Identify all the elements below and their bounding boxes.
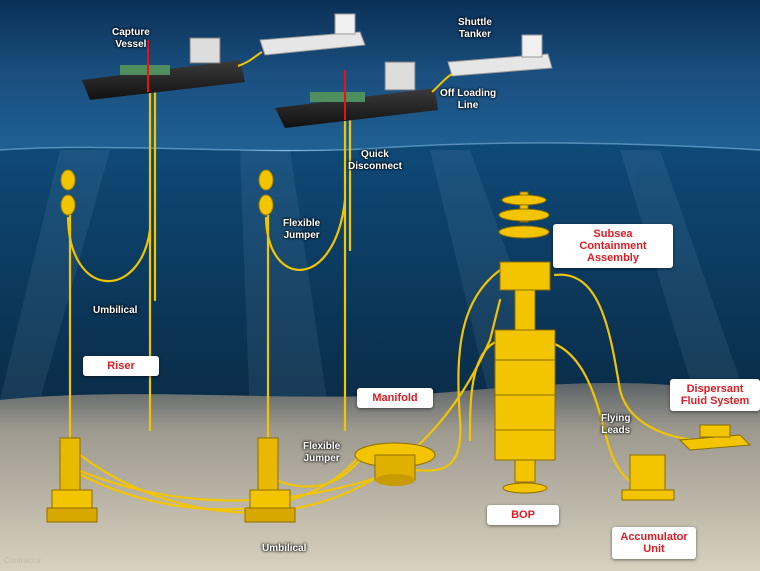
riser-buoys	[60, 169, 274, 216]
capture-vessel-lower	[275, 61, 438, 128]
bop-stack	[494, 191, 556, 494]
manifold-structure	[354, 442, 436, 486]
offloading-hoses	[237, 51, 453, 93]
callout-bop: BOP	[487, 505, 559, 525]
image-credit: Contractor	[4, 556, 42, 565]
dispersant-structure	[678, 424, 752, 451]
label-umbilical-lower: Umbilical	[262, 543, 307, 554]
accumulator-structure	[621, 454, 675, 501]
sea-surface	[0, 0, 760, 150]
riser-base-left	[46, 437, 98, 523]
flowlines	[66, 88, 702, 514]
shuttle-tanker-upper	[259, 13, 366, 56]
waterline	[0, 142, 760, 152]
capture-vessel-upper	[82, 37, 245, 100]
label-umbilical-upper: Umbilical	[93, 305, 138, 316]
shuttle-tanker-lower	[447, 34, 553, 77]
callout-riser: Riser	[83, 356, 159, 376]
riser-base-right	[244, 437, 296, 523]
callout-manifold: Manifold	[357, 388, 433, 408]
